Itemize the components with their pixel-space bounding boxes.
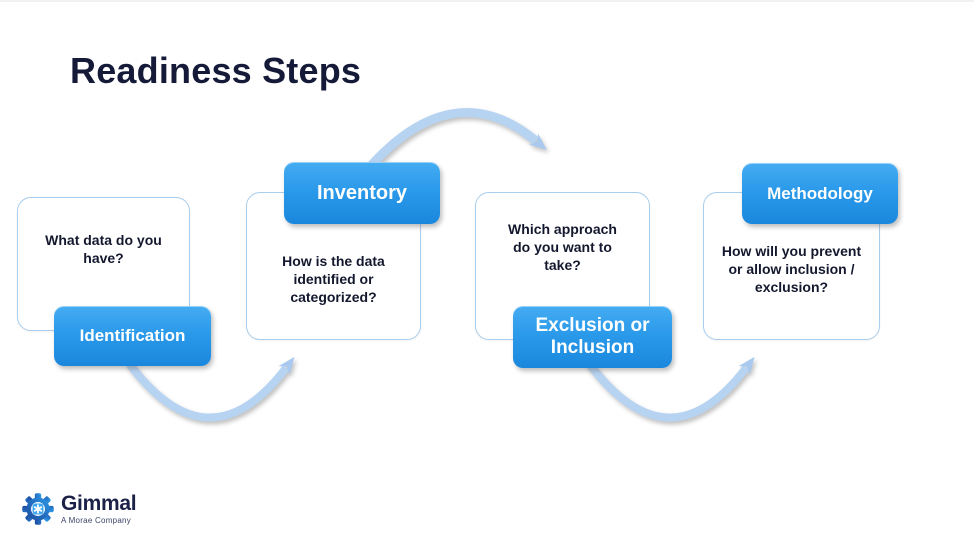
step-badge-label: Inventory (316, 181, 408, 204)
gear-icon (22, 493, 54, 525)
logo-tagline: A Morae Company (61, 516, 132, 525)
top-divider (0, 0, 974, 2)
step-question: Which approach do you want to take? (508, 221, 617, 273)
step-badge-inventory: Inventory (284, 162, 440, 224)
step-question: How is the data identified or categorize… (282, 253, 385, 305)
logo-company-name: Gimmal (61, 492, 137, 515)
curved-arrow-bottom-right-icon (584, 356, 755, 422)
step-question: What data do you have? (45, 232, 162, 266)
step-question: How will you prevent or allow inclusion … (721, 243, 862, 295)
step-badge-identification: Identification (54, 306, 211, 366)
step-badge-exclusion-inclusion: Exclusion or Inclusion (513, 306, 672, 368)
slide-title: Readiness Steps (70, 50, 362, 91)
logo-text-block: Gimmal A Morae Company (61, 492, 137, 525)
step-badge-label: Exclusion or Inclusion (535, 315, 650, 358)
step-badge-label: Methodology (767, 183, 873, 203)
curved-arrow-bottom-left-icon (124, 356, 295, 422)
step-badge-methodology: Methodology (742, 163, 898, 224)
company-logo: Gimmal A Morae Company (21, 490, 137, 528)
step-badge-label: Identification (79, 326, 186, 345)
